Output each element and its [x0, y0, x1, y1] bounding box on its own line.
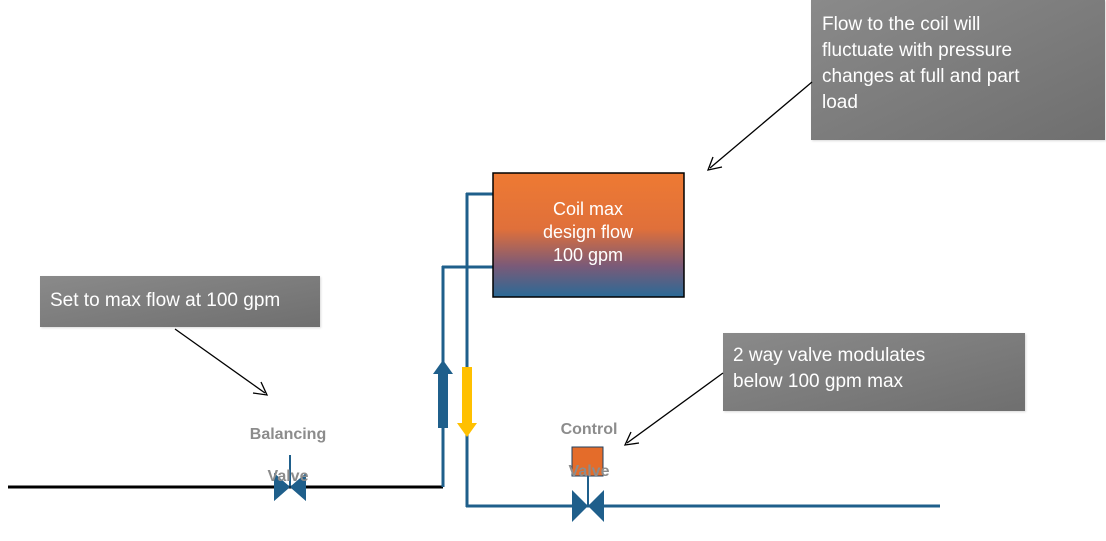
control-valve-label-line: Control	[560, 421, 618, 438]
callout-left-line: Set to max flow at 100 gpm	[50, 290, 281, 311]
balancing-valve-label: Balancing Valve	[228, 403, 348, 508]
callout-top-line: load	[822, 92, 858, 113]
balancing-valve-label-line: Valve	[267, 468, 309, 485]
callout-balancing-note: Set to max flow at 100 gpm	[40, 276, 320, 327]
butterfly-valve-icon	[274, 455, 306, 501]
callout-top-bg	[811, 0, 1105, 140]
callout-control-valve-note: 2 way valve modulates below 100 gpm max	[723, 333, 1025, 411]
callout-right-line: below 100 gpm max	[733, 371, 904, 392]
coil-label-line: 100 gpm	[552, 245, 624, 265]
callout-right-line: 2 way valve modulates	[733, 345, 926, 366]
pointer-arrow-right	[623, 372, 724, 446]
control-valve-label: Control Valve	[529, 398, 649, 503]
callout-top-line: Flow to the coil will	[822, 14, 981, 35]
pointer-arrow-top	[706, 81, 813, 171]
coil-label-line: design flow	[542, 222, 634, 242]
coil-label-line: Coil max	[552, 199, 623, 219]
arrow-down-icon	[457, 367, 477, 437]
callout-right-bg	[723, 333, 1025, 411]
pointer-arrow-left	[174, 328, 269, 396]
arrow-up-icon	[433, 360, 453, 428]
control-valve-label-line: Valve	[568, 463, 610, 480]
callout-left-bg	[40, 276, 320, 327]
callout-top-line: fluctuate with pressure	[822, 40, 1013, 61]
coil-label: Coil max design flow 100 gpm	[493, 198, 683, 267]
butterfly-valve-icon	[571, 446, 604, 522]
callout-coil-flow-note: Flow to the coil will fluctuate with pre…	[811, 0, 1105, 140]
coil-box	[492, 172, 685, 298]
balancing-valve-label-line: Balancing	[249, 426, 327, 443]
callout-top-line: changes at full and part	[822, 66, 1020, 87]
